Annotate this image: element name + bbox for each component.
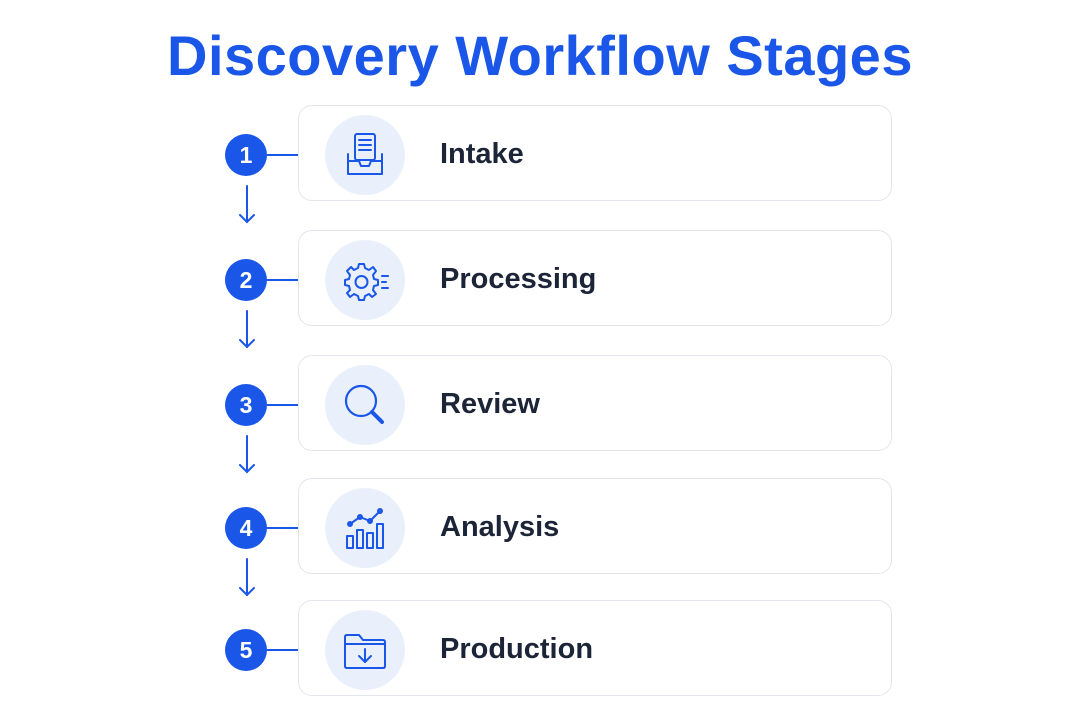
stage-production: 5 Production: [0, 600, 1080, 698]
stage-card[interactable]: Processing: [298, 230, 892, 326]
connector-line: [267, 404, 298, 406]
stage-number-badge: 2: [225, 259, 267, 301]
inbox-document-icon: [325, 115, 405, 195]
arrow-down-icon: [239, 435, 255, 474]
stage-card[interactable]: Intake: [298, 105, 892, 201]
folder-download-icon: [325, 610, 405, 690]
arrow-down-icon: [239, 558, 255, 597]
connector-line: [267, 527, 298, 529]
connector-line: [267, 154, 298, 156]
page-title: Discovery Workflow Stages: [167, 24, 913, 87]
stage-label: Analysis: [440, 511, 560, 543]
stage-label: Production: [440, 633, 594, 665]
stage-number-badge: 5: [225, 629, 267, 671]
stage-analysis: 4 Analysis: [0, 478, 1080, 576]
stage-number-badge: 4: [225, 507, 267, 549]
bar-chart-trend-icon: [325, 488, 405, 568]
stage-card[interactable]: Review: [298, 355, 892, 451]
connector-line: [267, 649, 298, 651]
stage-label: Processing: [440, 263, 597, 295]
gear-lines-icon: [325, 240, 405, 320]
stage-number-badge: 3: [225, 384, 267, 426]
stage-number-badge: 1: [225, 134, 267, 176]
stage-label: Review: [440, 388, 540, 420]
stage-card[interactable]: Production: [298, 600, 892, 696]
stage-card[interactable]: Analysis: [298, 478, 892, 574]
magnifier-icon: [325, 365, 405, 445]
stage-review: 3 Review: [0, 355, 1080, 453]
arrow-down-icon: [239, 310, 255, 349]
stage-intake: 1 Intake: [0, 105, 1080, 203]
arrow-down-icon: [239, 185, 255, 224]
stage-processing: 2 Processing: [0, 230, 1080, 328]
connector-line: [267, 279, 298, 281]
stage-label: Intake: [440, 138, 524, 170]
